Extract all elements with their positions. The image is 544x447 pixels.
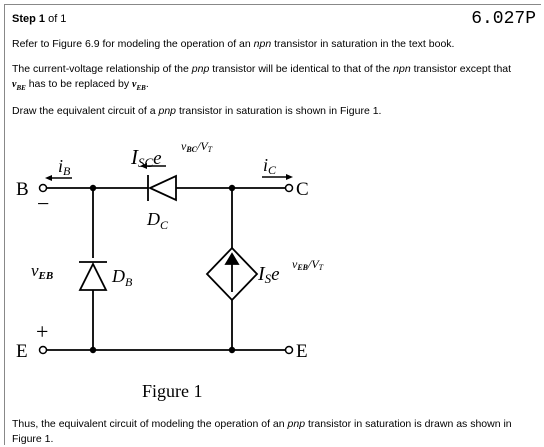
isc-exponent: vBC/VT [181,139,213,154]
problem-code: 6.027P [471,9,536,29]
dc-label: DC [146,209,169,232]
current-source-arrow-head [224,252,240,265]
node-b [89,184,97,192]
figure-caption: Figure 1 [142,381,203,401]
terminal-e-right-label: E [296,341,308,362]
veb-symbol: vEB [132,79,146,92]
minus-sign: − [37,191,49,216]
terminal-e-left-label: E [16,341,28,362]
terminal-c-label: C [296,179,309,200]
terminal-e-right-circle [284,345,294,355]
node-e-right [228,346,236,354]
diode-db-triangle [78,261,108,291]
current-source-diamond [205,246,259,302]
node-c [228,184,236,192]
paragraph-4: Thus, the equivalent circuit of modeling… [12,418,512,445]
isc-label: ISCe [130,145,162,170]
terminal-b-circle [38,183,48,193]
paragraph-3: Draw the equivalent circuit of a pnp tra… [12,105,382,117]
terminal-b-label: B [16,179,29,200]
vbe-symbol: vBE [12,79,26,92]
veb-label: vEB [31,261,53,282]
step-label: Step 1 [12,13,46,25]
terminal-c-circle [284,183,294,193]
is-exponent: vEB/VT [292,257,324,272]
ib-label: iB [58,156,71,178]
ib-arrow-head [45,175,52,181]
paragraph-2: The current-voltage relationship of the … [12,63,512,92]
ic-arrow-head [286,174,293,180]
diode-dc-triangle [147,174,177,202]
paragraph-1: Refer to Figure 6.9 for modeling the ope… [12,38,455,50]
step-indicator: Step 1 of 1 [12,13,66,25]
plus-sign: + [36,319,48,344]
is-label: ISe [257,263,280,286]
terminal-e-left-circle [38,345,48,355]
step-count: of 1 [45,13,67,25]
ic-label: iC [263,155,277,177]
db-label: DB [111,266,133,289]
content-frame [4,4,541,445]
isc-arrow-head [140,163,147,169]
node-e-left [89,346,97,354]
